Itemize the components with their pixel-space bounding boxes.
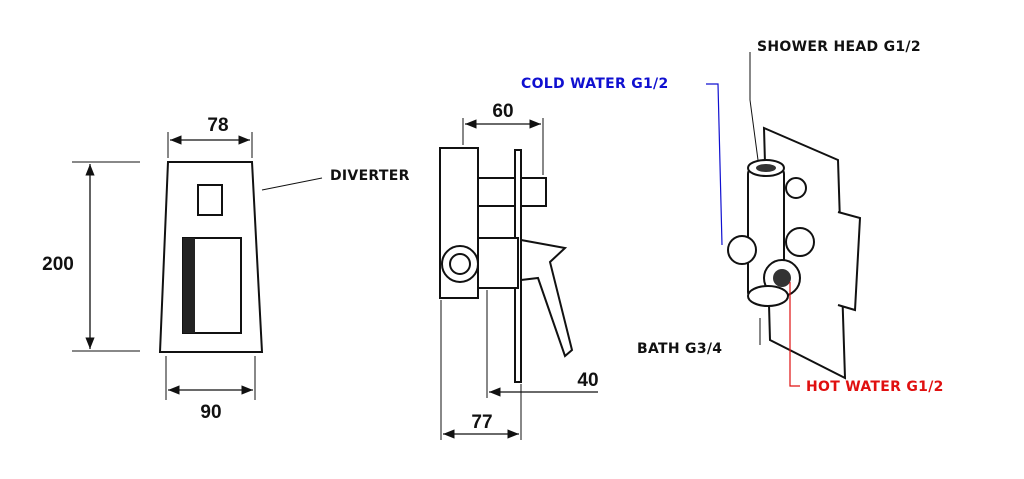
diverter-spindle	[477, 177, 547, 207]
cold-water-leader	[706, 83, 723, 246]
shower-head-leader	[749, 52, 759, 161]
dim-height: 200	[42, 254, 74, 275]
diverter-leader	[261, 177, 323, 191]
iso-view: SHOWER HEAD G1/2 COLD WATER G1/2 BATH G3…	[521, 39, 944, 395]
dim-depth-top: 60	[492, 101, 513, 122]
dim-width-bottom: 90	[200, 402, 221, 423]
dim-depth-plate: 40	[577, 370, 598, 391]
dim-width-top: 78	[207, 115, 228, 136]
front-view: 78 200 90 DIVERTER	[42, 115, 410, 423]
lever-shadow	[183, 238, 195, 333]
iso-lever	[837, 211, 862, 312]
hot-water-label: HOT WATER G1/2	[806, 379, 944, 395]
side-view: 60 40 77	[439, 101, 599, 440]
lever-side	[520, 238, 574, 358]
cold-water-label: COLD WATER G1/2	[521, 76, 669, 92]
diverter-iso	[785, 177, 807, 199]
cold-inlet	[727, 235, 757, 265]
bath-outlet	[747, 285, 789, 307]
diverter-knob	[197, 184, 223, 216]
bath-label: BATH G3/4	[637, 341, 722, 357]
cartridge	[477, 237, 519, 289]
shower-head-label: SHOWER HEAD G1/2	[757, 39, 921, 55]
hot-water-leader	[789, 282, 800, 387]
diverter-label: DIVERTER	[330, 168, 410, 184]
dim-depth-total: 77	[471, 412, 492, 433]
cartridge-iso	[785, 227, 815, 257]
